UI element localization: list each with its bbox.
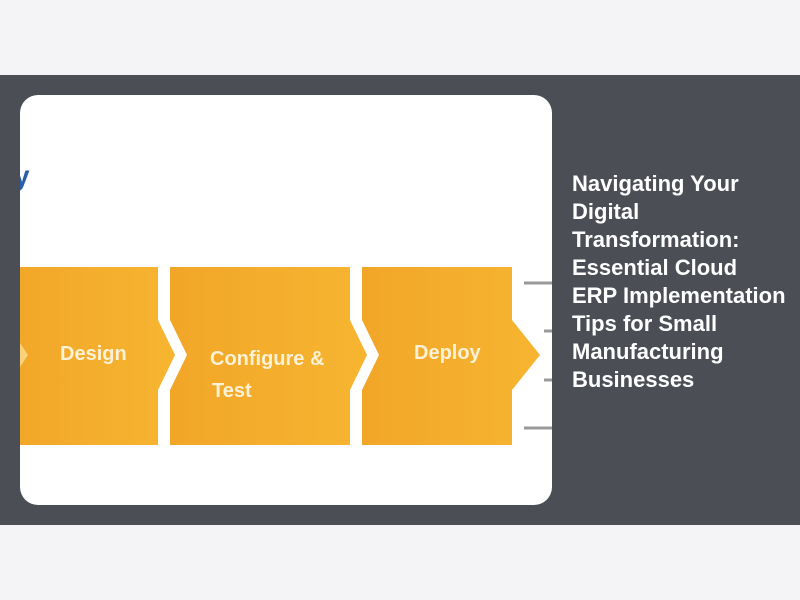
step-design-label: Design — [60, 343, 127, 365]
step-design-shape — [20, 267, 175, 445]
process-diagram: y Design Configure & Test Deploy — [20, 160, 552, 445]
diagram-heading-fragment: y — [20, 160, 30, 191]
prev-step-tip — [20, 343, 28, 367]
step-configure-shape — [170, 267, 367, 445]
step-deploy-shape — [362, 267, 540, 445]
step-configure-label-2: Test — [212, 380, 252, 402]
featured-image: y Design Configure & Test Deploy — [20, 95, 552, 505]
step-configure-label-1: Configure & — [210, 348, 324, 370]
article-title[interactable]: Navigating Your Digital Transformation: … — [572, 171, 786, 392]
step-deploy-label: Deploy — [414, 342, 482, 364]
connector-lines — [524, 281, 552, 430]
